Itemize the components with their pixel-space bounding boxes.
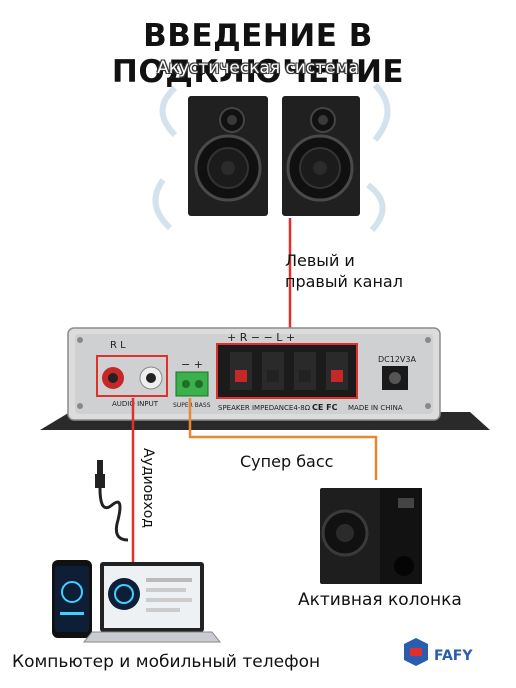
right-speaker bbox=[282, 96, 360, 216]
active-speaker-label: Активная колонка bbox=[298, 590, 462, 610]
laptop bbox=[82, 562, 222, 643]
audio-input-text: AUDIO INPUT bbox=[112, 400, 159, 408]
speaker-system-label: Акустическая система bbox=[157, 58, 359, 78]
page-title: ВВЕДЕНИЕ В ПОДКЛЮЧЕНИЕ bbox=[111, 18, 405, 90]
devices-label: Компьютер и мобильный телефон bbox=[12, 652, 321, 672]
channel-label: Левый и правый канал bbox=[285, 250, 425, 292]
super-bass-label: Супер басс bbox=[240, 452, 334, 471]
amplifier bbox=[40, 327, 490, 430]
super-bass-wire bbox=[188, 398, 378, 480]
brand-name: FAFY bbox=[434, 648, 473, 664]
bass-polarity: − + bbox=[181, 358, 203, 371]
rl-label: R L bbox=[110, 340, 126, 351]
super-bass-text: SUPER BASS bbox=[173, 402, 211, 409]
sound-waves bbox=[152, 82, 391, 233]
impedance-text: SPEAKER IMPEDANCE4-8Ω bbox=[218, 404, 311, 412]
channel-label-line2: правый канал bbox=[285, 272, 403, 291]
audio-input-label: Аудиовход bbox=[140, 448, 156, 528]
polarity-label: + R − − L + bbox=[227, 331, 295, 344]
smartphone bbox=[52, 560, 92, 638]
aux-cable-icon bbox=[95, 460, 129, 542]
dc-label: DC12V3A bbox=[378, 355, 416, 364]
fafy-logo-icon bbox=[404, 638, 428, 666]
subwoofer bbox=[320, 488, 422, 584]
cert-text: CE FC bbox=[312, 403, 338, 412]
made-in-text: MADE IN CHINA bbox=[348, 404, 403, 412]
channel-label-line1: Левый и bbox=[285, 251, 355, 270]
left-speaker bbox=[188, 96, 268, 216]
